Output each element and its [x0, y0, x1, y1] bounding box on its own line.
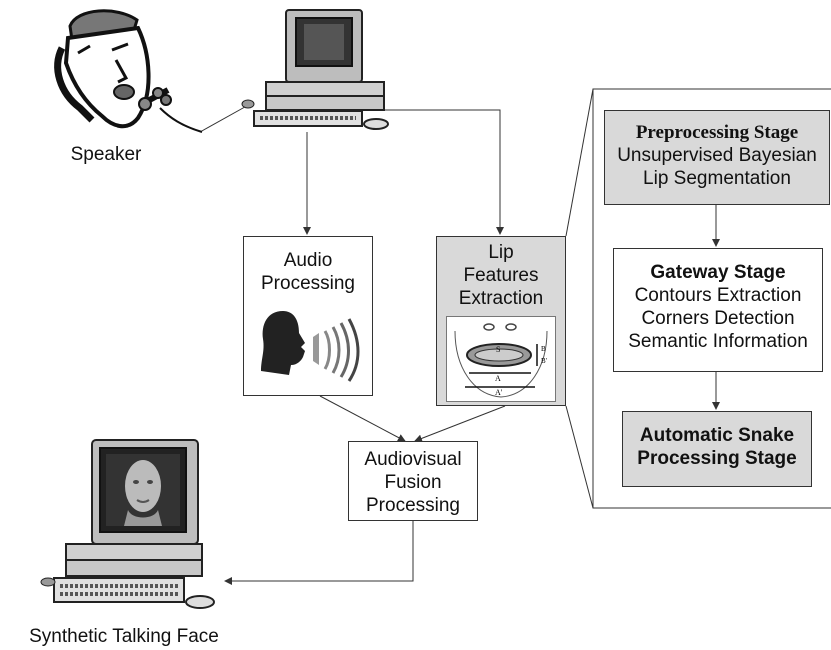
lip-model-diagram: S B B' A A': [446, 316, 556, 402]
fusion-line-3: Processing: [366, 495, 460, 516]
lip-features-box: Lip Features Extraction S B B' A A': [436, 236, 566, 406]
fusion-line-2: Fusion: [384, 472, 442, 493]
preprocessing-title: Preprocessing Stage: [635, 122, 799, 143]
lip-center-label: S: [496, 345, 500, 354]
snake-line-1: Automatic Snake: [639, 425, 795, 446]
fusion-box: Audiovisual Fusion Processing: [348, 441, 478, 521]
stage-panel-border: [592, 88, 831, 509]
lip-line-3: Extraction: [458, 288, 544, 309]
lip-line-1: Lip: [488, 242, 514, 263]
gateway-line-1: Contours Extraction: [634, 285, 802, 306]
expand-line-bottom: [565, 405, 594, 509]
gateway-title: Gateway Stage: [650, 262, 786, 283]
expand-line-top: [565, 88, 594, 237]
lip-height-label-b-prime: B': [541, 357, 547, 365]
gateway-line-3: Semantic Information: [628, 331, 808, 352]
computer-icon: [241, 9, 389, 130]
snake-stage-box: Automatic Snake Processing Stage: [622, 411, 812, 487]
arrow-audio-to-fusion: [319, 395, 406, 442]
fusion-line-1: Audiovisual: [364, 449, 462, 470]
lip-height-label-b: B: [541, 345, 546, 353]
lip-width-label-a: A: [495, 374, 501, 383]
snake-line-2: Processing Stage: [637, 448, 797, 469]
arrow-fusion-to-face: [224, 521, 414, 585]
speaker-head-icon: [54, 9, 203, 133]
mic-to-computer-line: [199, 102, 253, 133]
audio-line-2: Processing: [261, 273, 355, 294]
speaking-head-icon: [261, 311, 360, 382]
preprocessing-line-2: Lip Segmentation: [643, 168, 791, 189]
synthetic-face-computer-icon: [40, 439, 215, 609]
synthetic-face-label: Synthetic Talking Face: [29, 626, 219, 647]
preprocessing-stage-box: Preprocessing Stage Unsupervised Bayesia…: [604, 110, 830, 205]
arrow-lip-to-fusion: [414, 405, 506, 443]
arrow-to-lip: [385, 109, 504, 235]
speaker-label: Speaker: [70, 144, 142, 165]
gateway-line-2: Corners Detection: [641, 308, 795, 329]
audio-line-1: Audio: [283, 250, 333, 271]
audio-processing-box: Audio Processing: [243, 236, 373, 396]
preprocessing-line-1: Unsupervised Bayesian: [617, 145, 817, 166]
gateway-stage-box: Gateway Stage Contours Extraction Corner…: [613, 248, 823, 372]
lip-line-2: Features: [463, 265, 539, 286]
lip-width-label-a-prime: A': [495, 388, 503, 397]
